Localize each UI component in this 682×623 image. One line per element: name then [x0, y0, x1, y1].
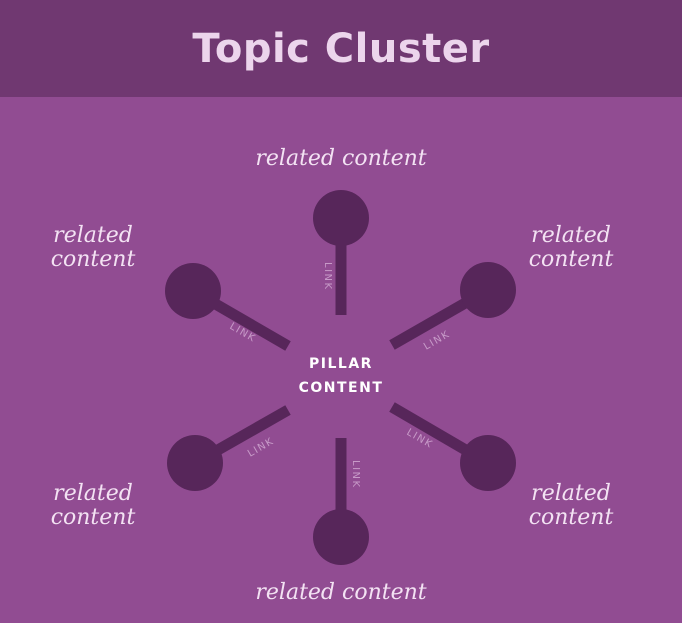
pillar-line-2: CONTENT [298, 380, 384, 396]
spoke-lower-right: LINK [389, 402, 516, 491]
link-label-bottom: LINK [350, 460, 361, 489]
node-lower-right [460, 435, 516, 491]
label-top: related content [255, 146, 427, 171]
spoke-top: LINK [313, 190, 369, 315]
spoke-lower-left: LINK [167, 405, 291, 491]
label-upper-left: related content [50, 223, 136, 272]
page-title: Topic Cluster [192, 25, 490, 72]
node-upper-right [460, 262, 516, 318]
node-top [313, 190, 369, 246]
spoke-upper-right: LINK [389, 262, 516, 353]
node-upper-left [165, 263, 221, 319]
pillar-content-label: PILLAR CONTENT [270, 352, 412, 400]
node-lower-left [167, 435, 223, 491]
spoke-bottom: LINK [313, 438, 369, 565]
label-lower-right: related content [528, 481, 614, 530]
link-label-upper-right: LINK [422, 329, 452, 353]
header-bar: Topic Cluster [0, 0, 682, 97]
pillar-line-1: PILLAR [309, 356, 373, 372]
node-bottom [313, 509, 369, 565]
spoke-upper-left: LINK [165, 263, 291, 351]
label-bottom: related content [255, 580, 427, 605]
link-label-lower-left: LINK [246, 436, 276, 460]
label-upper-right: related content [528, 223, 614, 272]
link-label-top: LINK [322, 262, 333, 291]
label-lower-left: related content [50, 481, 136, 530]
